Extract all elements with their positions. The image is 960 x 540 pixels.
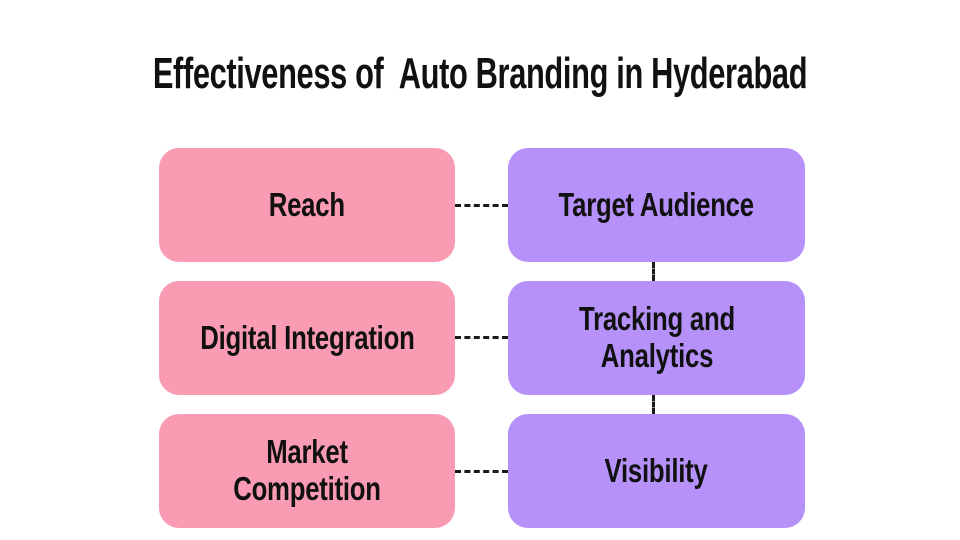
node-label: Digital Integration xyxy=(199,318,415,356)
node-target-audience: Target Audience xyxy=(508,148,805,262)
node-market-competition: Market Competition xyxy=(159,414,455,528)
node-label: Market Competition xyxy=(233,433,381,507)
node-visibility: Visibility xyxy=(508,414,805,528)
connector-market-competition-visibility xyxy=(455,470,508,473)
node-label: Target Audience xyxy=(558,185,755,223)
node-label: Visibility xyxy=(604,451,709,489)
connector-target-audience-tracking xyxy=(652,262,655,281)
node-tracking-and-analytics: Tracking and Analytics xyxy=(508,281,805,395)
connector-digital-integration-tracking xyxy=(455,336,508,339)
node-label: Reach xyxy=(268,185,346,223)
connector-tracking-visibility xyxy=(652,395,655,414)
node-reach: Reach xyxy=(159,148,455,262)
node-label: Tracking and Analytics xyxy=(578,300,735,374)
page-title: Effectiveness of Auto Branding in Hydera… xyxy=(152,49,808,98)
connector-reach-target-audience xyxy=(455,204,508,207)
node-digital-integration: Digital Integration xyxy=(159,281,455,395)
